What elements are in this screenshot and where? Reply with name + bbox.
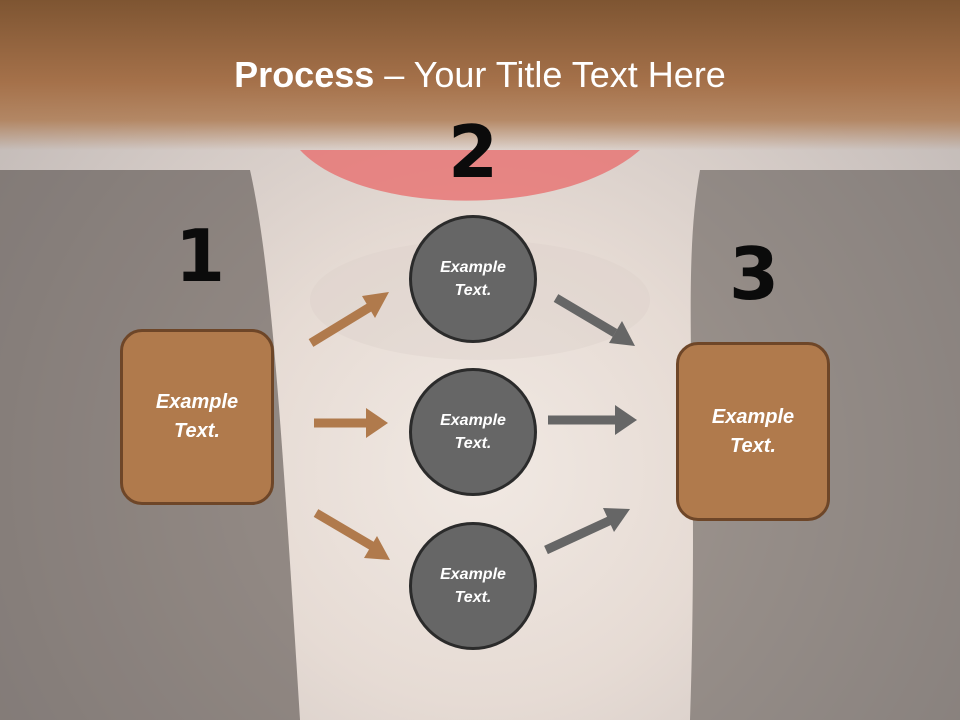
step-1-number: 1	[174, 214, 226, 298]
title-banner	[0, 0, 960, 150]
arrow-middle-to-3	[548, 405, 637, 435]
arrow-top-to-3	[553, 294, 635, 346]
step-1-box: Example Text.	[120, 329, 274, 505]
step-2-circle-top: Example Text.	[409, 215, 537, 343]
step-2-circle-bottom: Example Text.	[409, 522, 537, 650]
slide-title: Process – Your Title Text Here	[0, 52, 960, 98]
step-3-number: 3	[728, 232, 780, 316]
step-2-label-top: Example Text.	[440, 259, 506, 299]
arrow-1-to-bottom	[313, 509, 390, 560]
step-1-label: Example Text.	[155, 391, 239, 442]
arrow-1-to-top	[308, 292, 389, 347]
step-2-label-middle: Example Text.	[440, 412, 506, 452]
title-rest: – Your Title Text Here	[374, 54, 726, 95]
title-bold: Process	[234, 54, 375, 95]
arrow-1-to-middle	[314, 408, 388, 438]
step-3-box: Example Text.	[676, 342, 830, 521]
step-2-circle-middle: Example Text.	[409, 368, 537, 496]
step-2-number: 2	[447, 110, 499, 194]
step-2-label-bottom: Example Text.	[440, 566, 506, 606]
step-3-label: Example Text.	[711, 405, 795, 457]
arrow-bottom-to-3	[544, 508, 630, 555]
